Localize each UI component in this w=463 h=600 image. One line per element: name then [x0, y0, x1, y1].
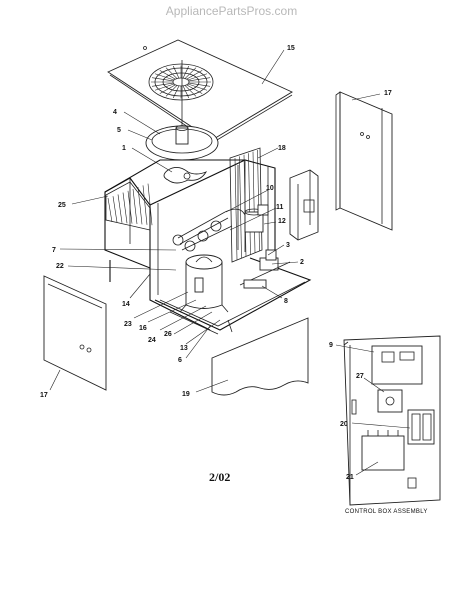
service-panel-right — [335, 91, 393, 231]
label-13: 13 — [180, 345, 188, 352]
label-10: 10 — [266, 185, 274, 192]
label-6: 6 — [178, 357, 182, 364]
label-12: 12 — [278, 218, 286, 225]
label-7: 7 — [52, 247, 56, 254]
refrigerant-tubing — [172, 204, 269, 252]
label-15: 15 — [287, 45, 295, 52]
label-20: 20 — [340, 421, 348, 428]
watermark: AppliancePartsPros.com — [165, 4, 298, 18]
control-box-assembly — [343, 335, 441, 506]
label-5: 5 — [117, 127, 121, 134]
bottom-louver-panel — [211, 317, 309, 396]
base-components — [239, 249, 291, 289]
label-26: 26 — [164, 331, 172, 338]
label-25: 25 — [58, 202, 66, 209]
label-17-top: 17 — [384, 90, 392, 97]
diagram-date: 2/02 — [209, 470, 231, 484]
fan-blade — [163, 167, 208, 184]
label-17-bottom: 17 — [40, 392, 48, 399]
label-24: 24 — [148, 337, 156, 344]
fan-grille — [148, 63, 214, 101]
control-box-caption: CONTROL BOX ASSEMBLY — [345, 509, 428, 515]
label-23: 23 — [124, 321, 132, 328]
fan-motor-mount — [145, 60, 219, 161]
compressor — [179, 254, 229, 313]
label-9: 9 — [329, 342, 333, 349]
label-19: 19 — [182, 391, 190, 398]
base-pan — [159, 281, 306, 335]
cabinet-body — [104, 159, 312, 331]
label-4: 4 — [113, 109, 117, 116]
label-1: 1 — [122, 145, 126, 152]
label-16: 16 — [139, 325, 147, 332]
label-27: 27 — [356, 373, 364, 380]
access-panel-left — [43, 275, 107, 391]
part-number-labels: 15 17 4 5 1 18 25 10 11 12 7 3 2 22 8 14… — [40, 45, 392, 481]
label-22: 22 — [56, 263, 64, 270]
label-8: 8 — [284, 298, 288, 305]
label-2: 2 — [300, 259, 304, 266]
label-11: 11 — [276, 204, 284, 211]
label-14: 14 — [122, 301, 130, 308]
control-box-enclosure — [289, 169, 319, 241]
label-3: 3 — [286, 242, 290, 249]
label-18: 18 — [278, 145, 286, 152]
coil-guard-mesh — [105, 181, 153, 231]
pointer-lines — [49, 49, 411, 476]
label-21: 21 — [346, 474, 354, 481]
